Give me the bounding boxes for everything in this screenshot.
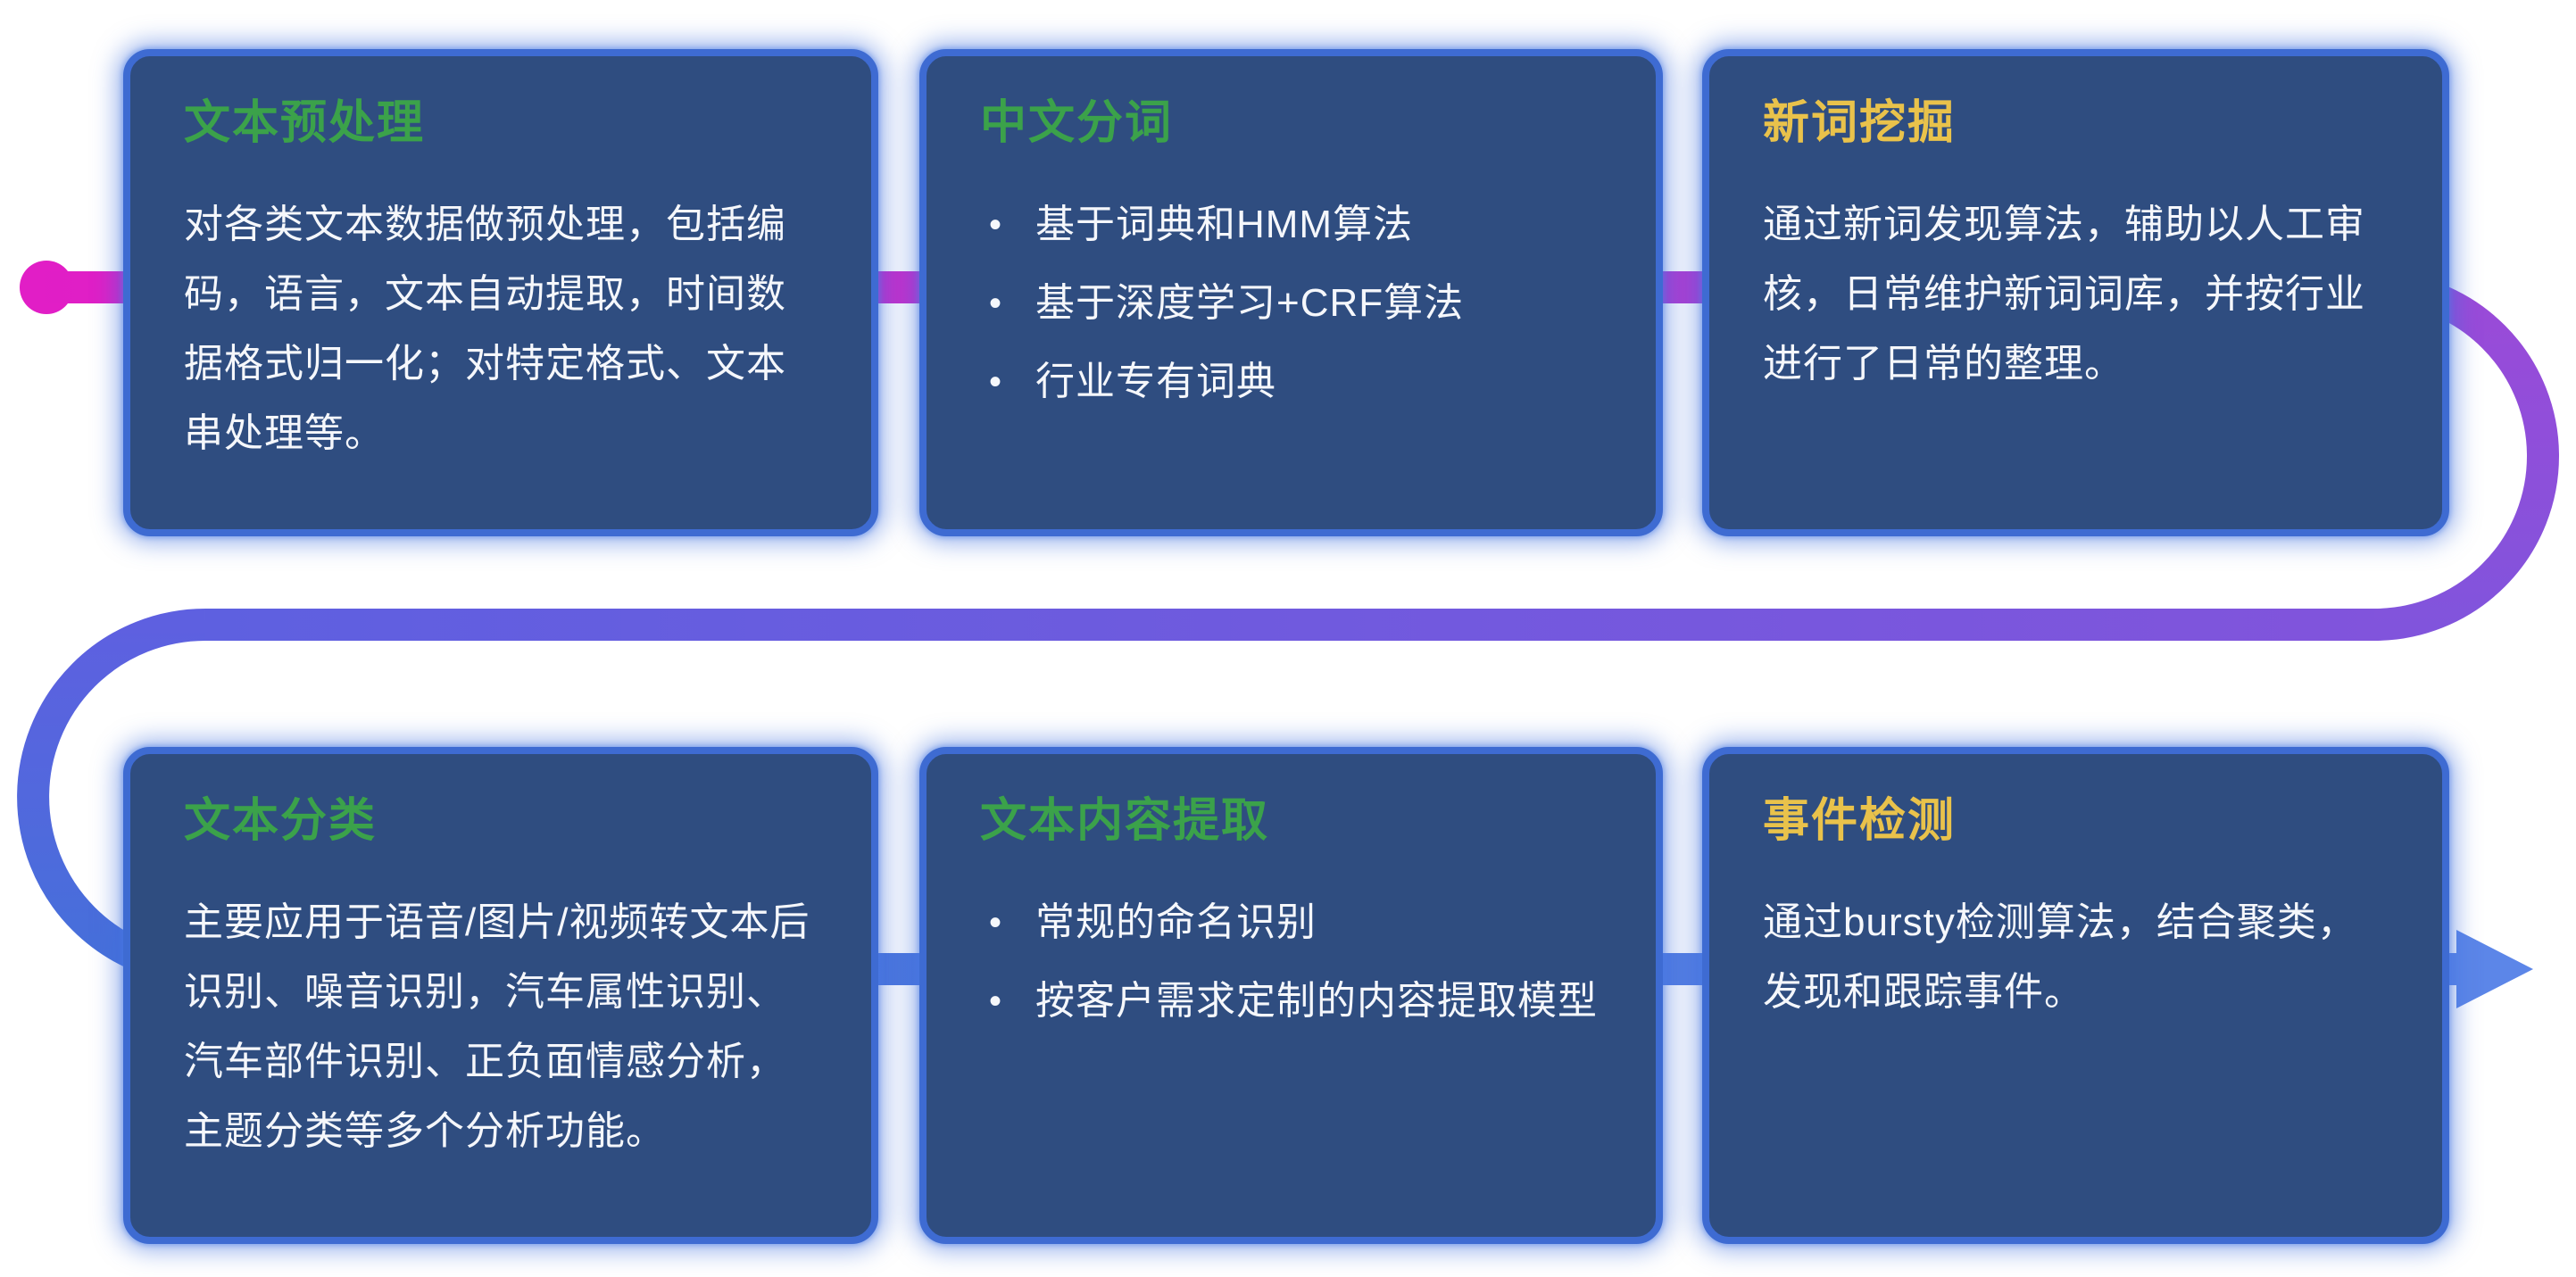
card-description: 对各类文本数据做预处理，包括编码，语言，文本自动提取，时间数据格式归一化；对特定… <box>184 202 786 455</box>
card-title: 中文分词 <box>980 97 1174 149</box>
card-title: 文本预处理 <box>184 97 426 149</box>
card-word-segmentation: 中文分词 基于词典和HMM算法 基于深度学习+CRF算法 行业专有词典 <box>919 49 1663 536</box>
card-text-classification: 文本分类 主要应用于语音/图片/视频转文本后识别、噪音识别，汽车属性识别、汽车部… <box>123 747 878 1244</box>
card-content-extraction: 文本内容提取 常规的命名识别 按客户需求定制的内容提取模型 <box>919 747 1663 1244</box>
card-title: 事件检测 <box>1763 795 1957 847</box>
card-description: 通过新词发现算法，辅助以人工审核，日常维护新词词库，并按行业进行了日常的整理。 <box>1763 202 2365 386</box>
card-description: 通过bursty检测算法，结合聚类，发现和跟踪事件。 <box>1763 900 2357 1014</box>
flow-segment-right-curve <box>2373 271 2559 641</box>
card-title: 文本分类 <box>184 795 378 847</box>
flow-arrow-icon <box>2456 930 2533 1008</box>
card-title: 新词挖掘 <box>1763 97 1957 149</box>
bullet-item: 行业专有词典 <box>980 347 1602 417</box>
bullet-item: 基于深度学习+CRF算法 <box>980 269 1602 338</box>
card-bullet-list: 基于词典和HMM算法 基于深度学习+CRF算法 行业专有词典 <box>980 190 1602 417</box>
card-bullet-list: 常规的命名识别 按客户需求定制的内容提取模型 <box>980 888 1602 1036</box>
card-title: 文本内容提取 <box>980 795 1270 847</box>
bullet-item: 按客户需求定制的内容提取模型 <box>980 966 1602 1036</box>
card-text-preprocessing: 文本预处理 对各类文本数据做预处理，包括编码，语言，文本自动提取，时间数据格式归… <box>123 49 878 536</box>
card-description: 主要应用于语音/图片/视频转文本后识别、噪音识别，汽车属性识别、汽车部件识别、正… <box>184 900 810 1153</box>
card-event-detection: 事件检测 通过bursty检测算法，结合聚类，发现和跟踪事件。 <box>1702 747 2449 1244</box>
bullet-item: 常规的命名识别 <box>980 888 1602 958</box>
bullet-item: 基于词典和HMM算法 <box>980 190 1602 260</box>
card-new-word-mining: 新词挖掘 通过新词发现算法，辅助以人工审核，日常维护新词词库，并按行业进行了日常… <box>1702 49 2449 536</box>
